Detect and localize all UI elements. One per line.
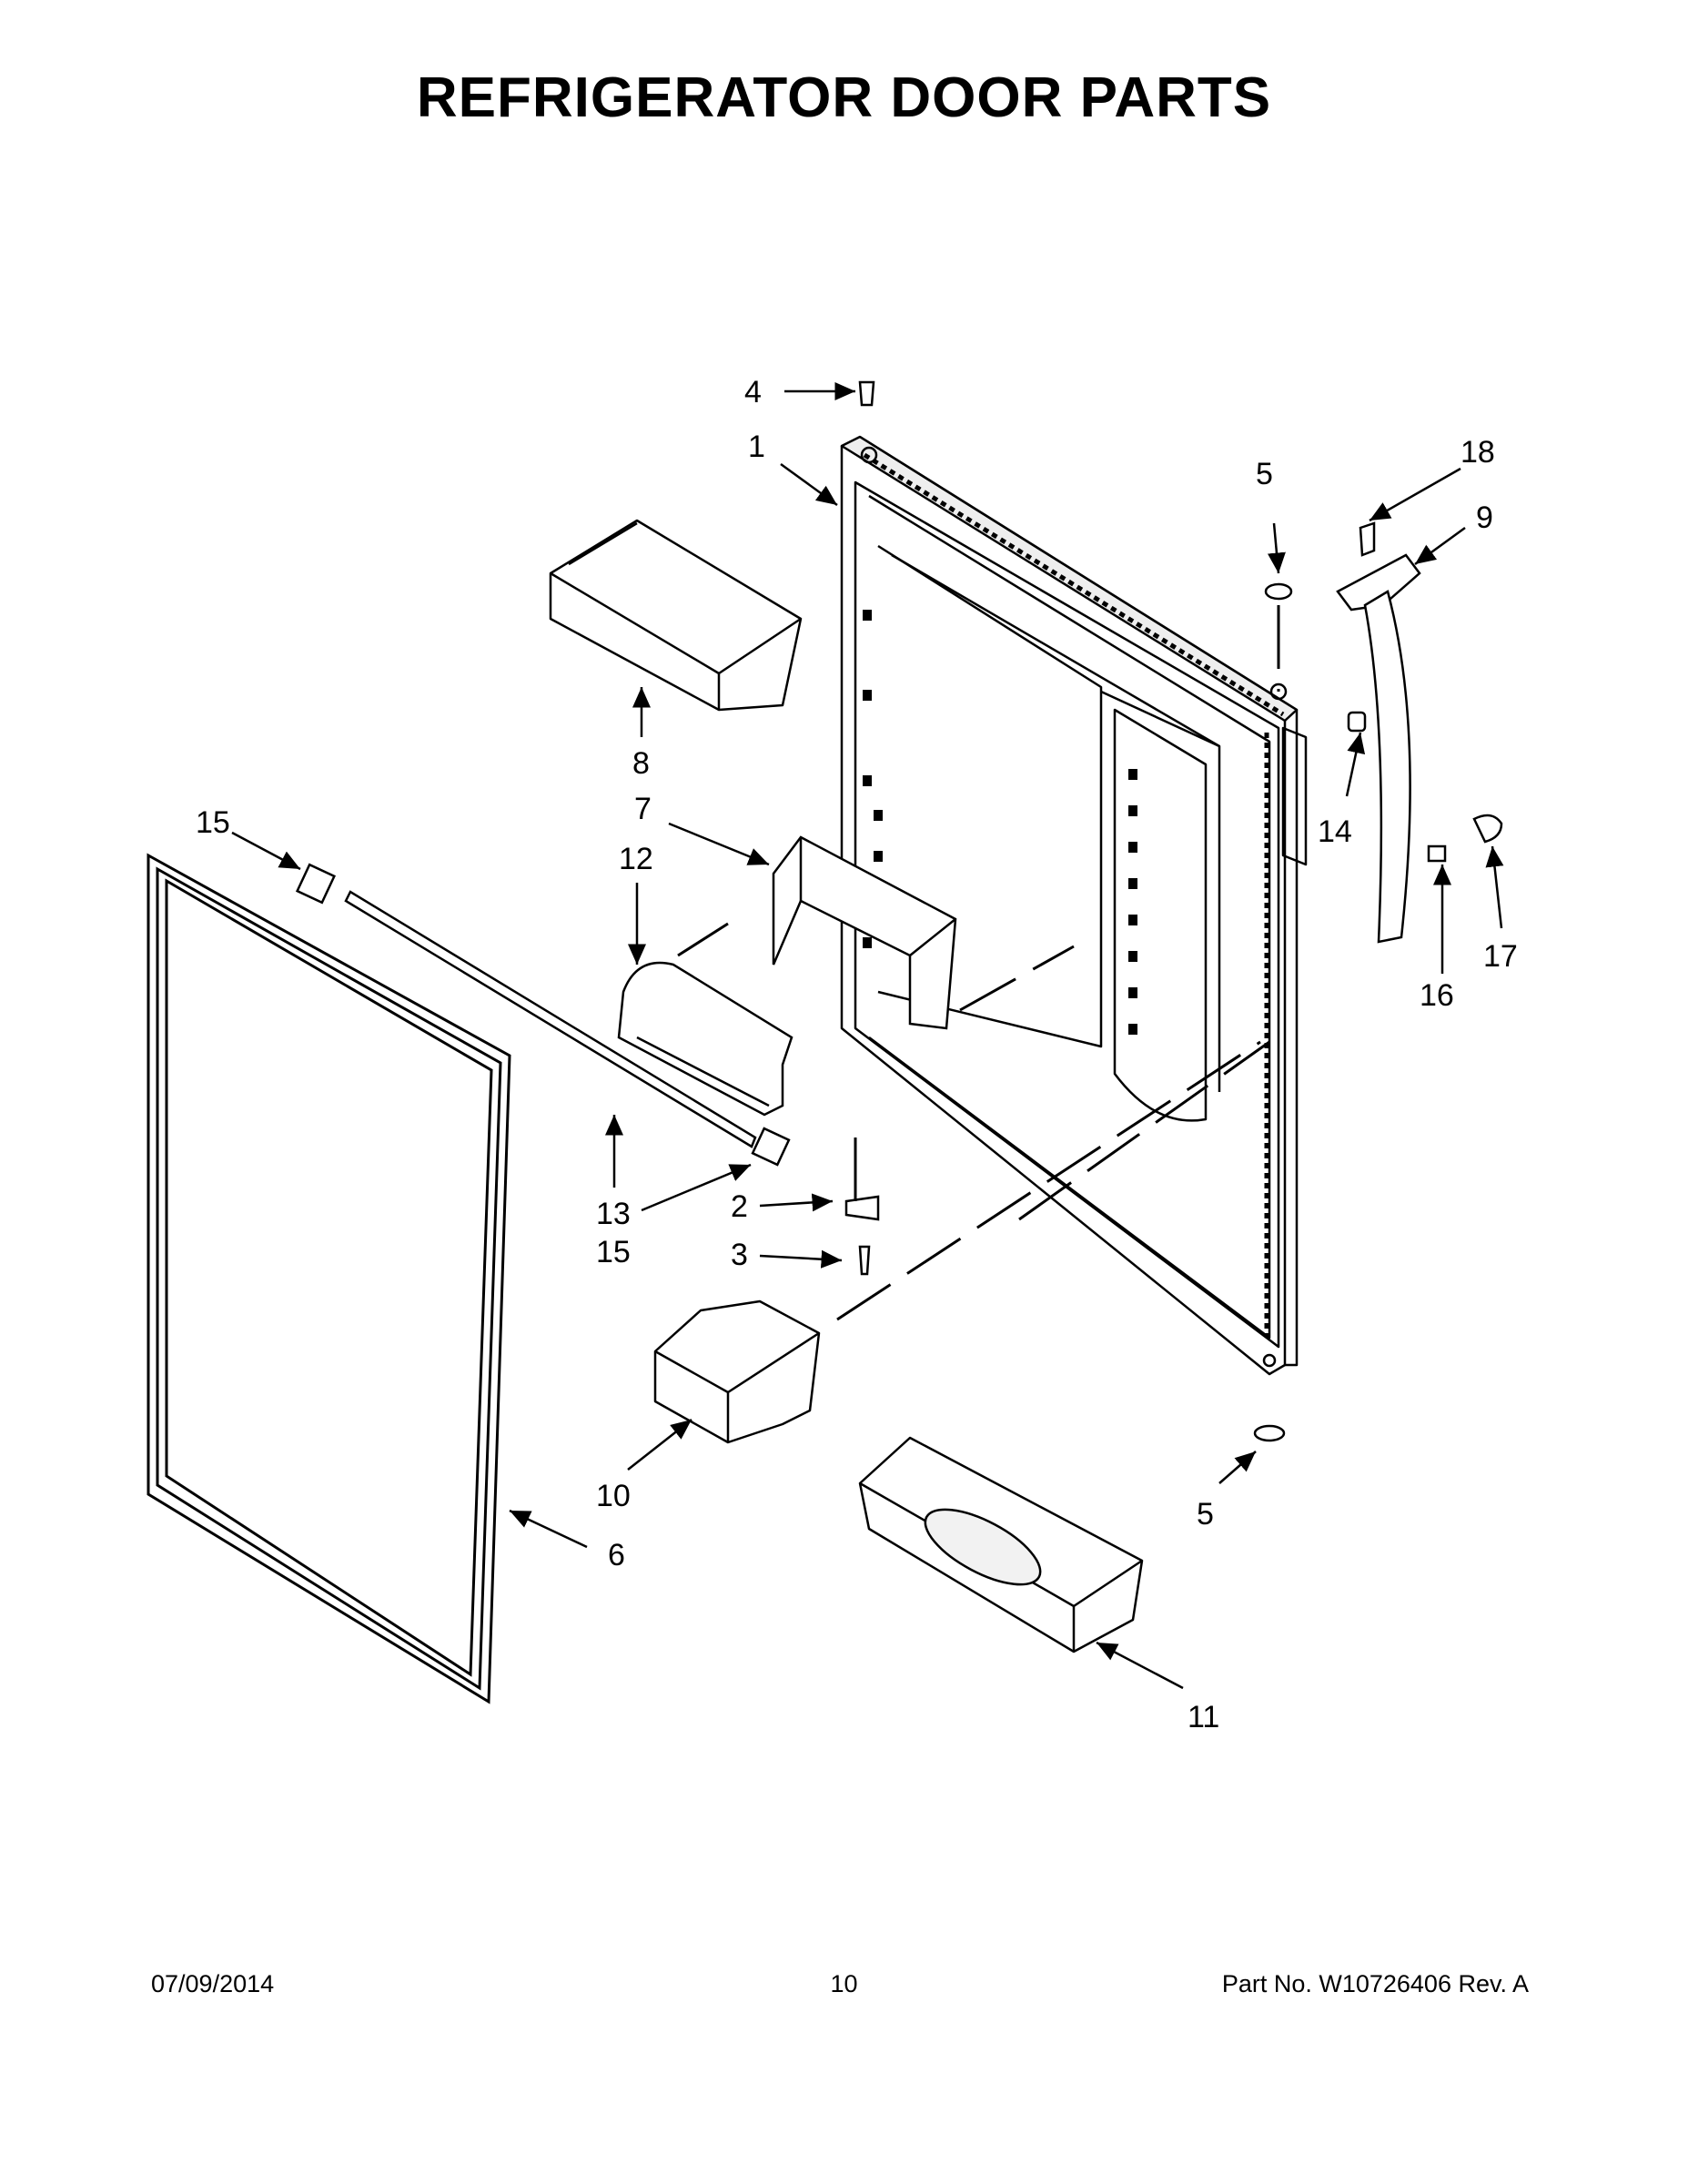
callout-5-top: 5 [1256,457,1273,491]
page-title: REFRIGERATOR DOOR PARTS [416,66,1272,129]
callout-15-left: 15 [196,805,230,840]
callout-11: 11 [1188,1700,1219,1734]
callout-3: 3 [731,1238,748,1272]
callout-5-bottom: 5 [1197,1497,1214,1532]
trim-rail [295,863,791,1167]
footer-part-number: Part No. W10726406 Rev. A [1221,1970,1529,1997]
door-bin-lower [653,1299,821,1444]
ice-bin [858,1436,1144,1653]
callout-9: 9 [1476,500,1493,535]
door-liner [840,435,1308,1376]
dairy-cover [617,961,793,1117]
callout-4: 4 [744,375,762,410]
callout-16: 16 [1420,978,1454,1013]
callout-2: 2 [731,1189,748,1224]
callout-10: 10 [596,1479,631,1513]
callout-17: 17 [1483,939,1518,974]
callout-7: 7 [634,792,652,826]
callout-labels: 4 1 5 18 9 14 17 16 8 7 12 15 13 15 2 3 … [196,375,1518,1734]
callout-8: 8 [632,746,650,781]
footer-date: 07/09/2014 [151,1970,275,1997]
callout-15-right: 15 [596,1235,631,1269]
leader-lines [677,605,1280,1321]
footer-page-number: 10 [830,1970,858,1997]
door-handle [1336,553,1421,944]
dairy-bin [772,835,957,1030]
callout-1: 1 [748,430,765,464]
callout-18: 18 [1461,435,1495,470]
door-gasket [147,853,511,1704]
callout-arrows [231,382,1504,1690]
door-bin-upper [549,519,803,712]
hardware-parts [844,380,1503,1442]
callout-6: 6 [608,1538,625,1572]
callout-12: 12 [619,842,653,876]
callout-14: 14 [1318,814,1352,849]
callout-13: 13 [596,1197,631,1231]
